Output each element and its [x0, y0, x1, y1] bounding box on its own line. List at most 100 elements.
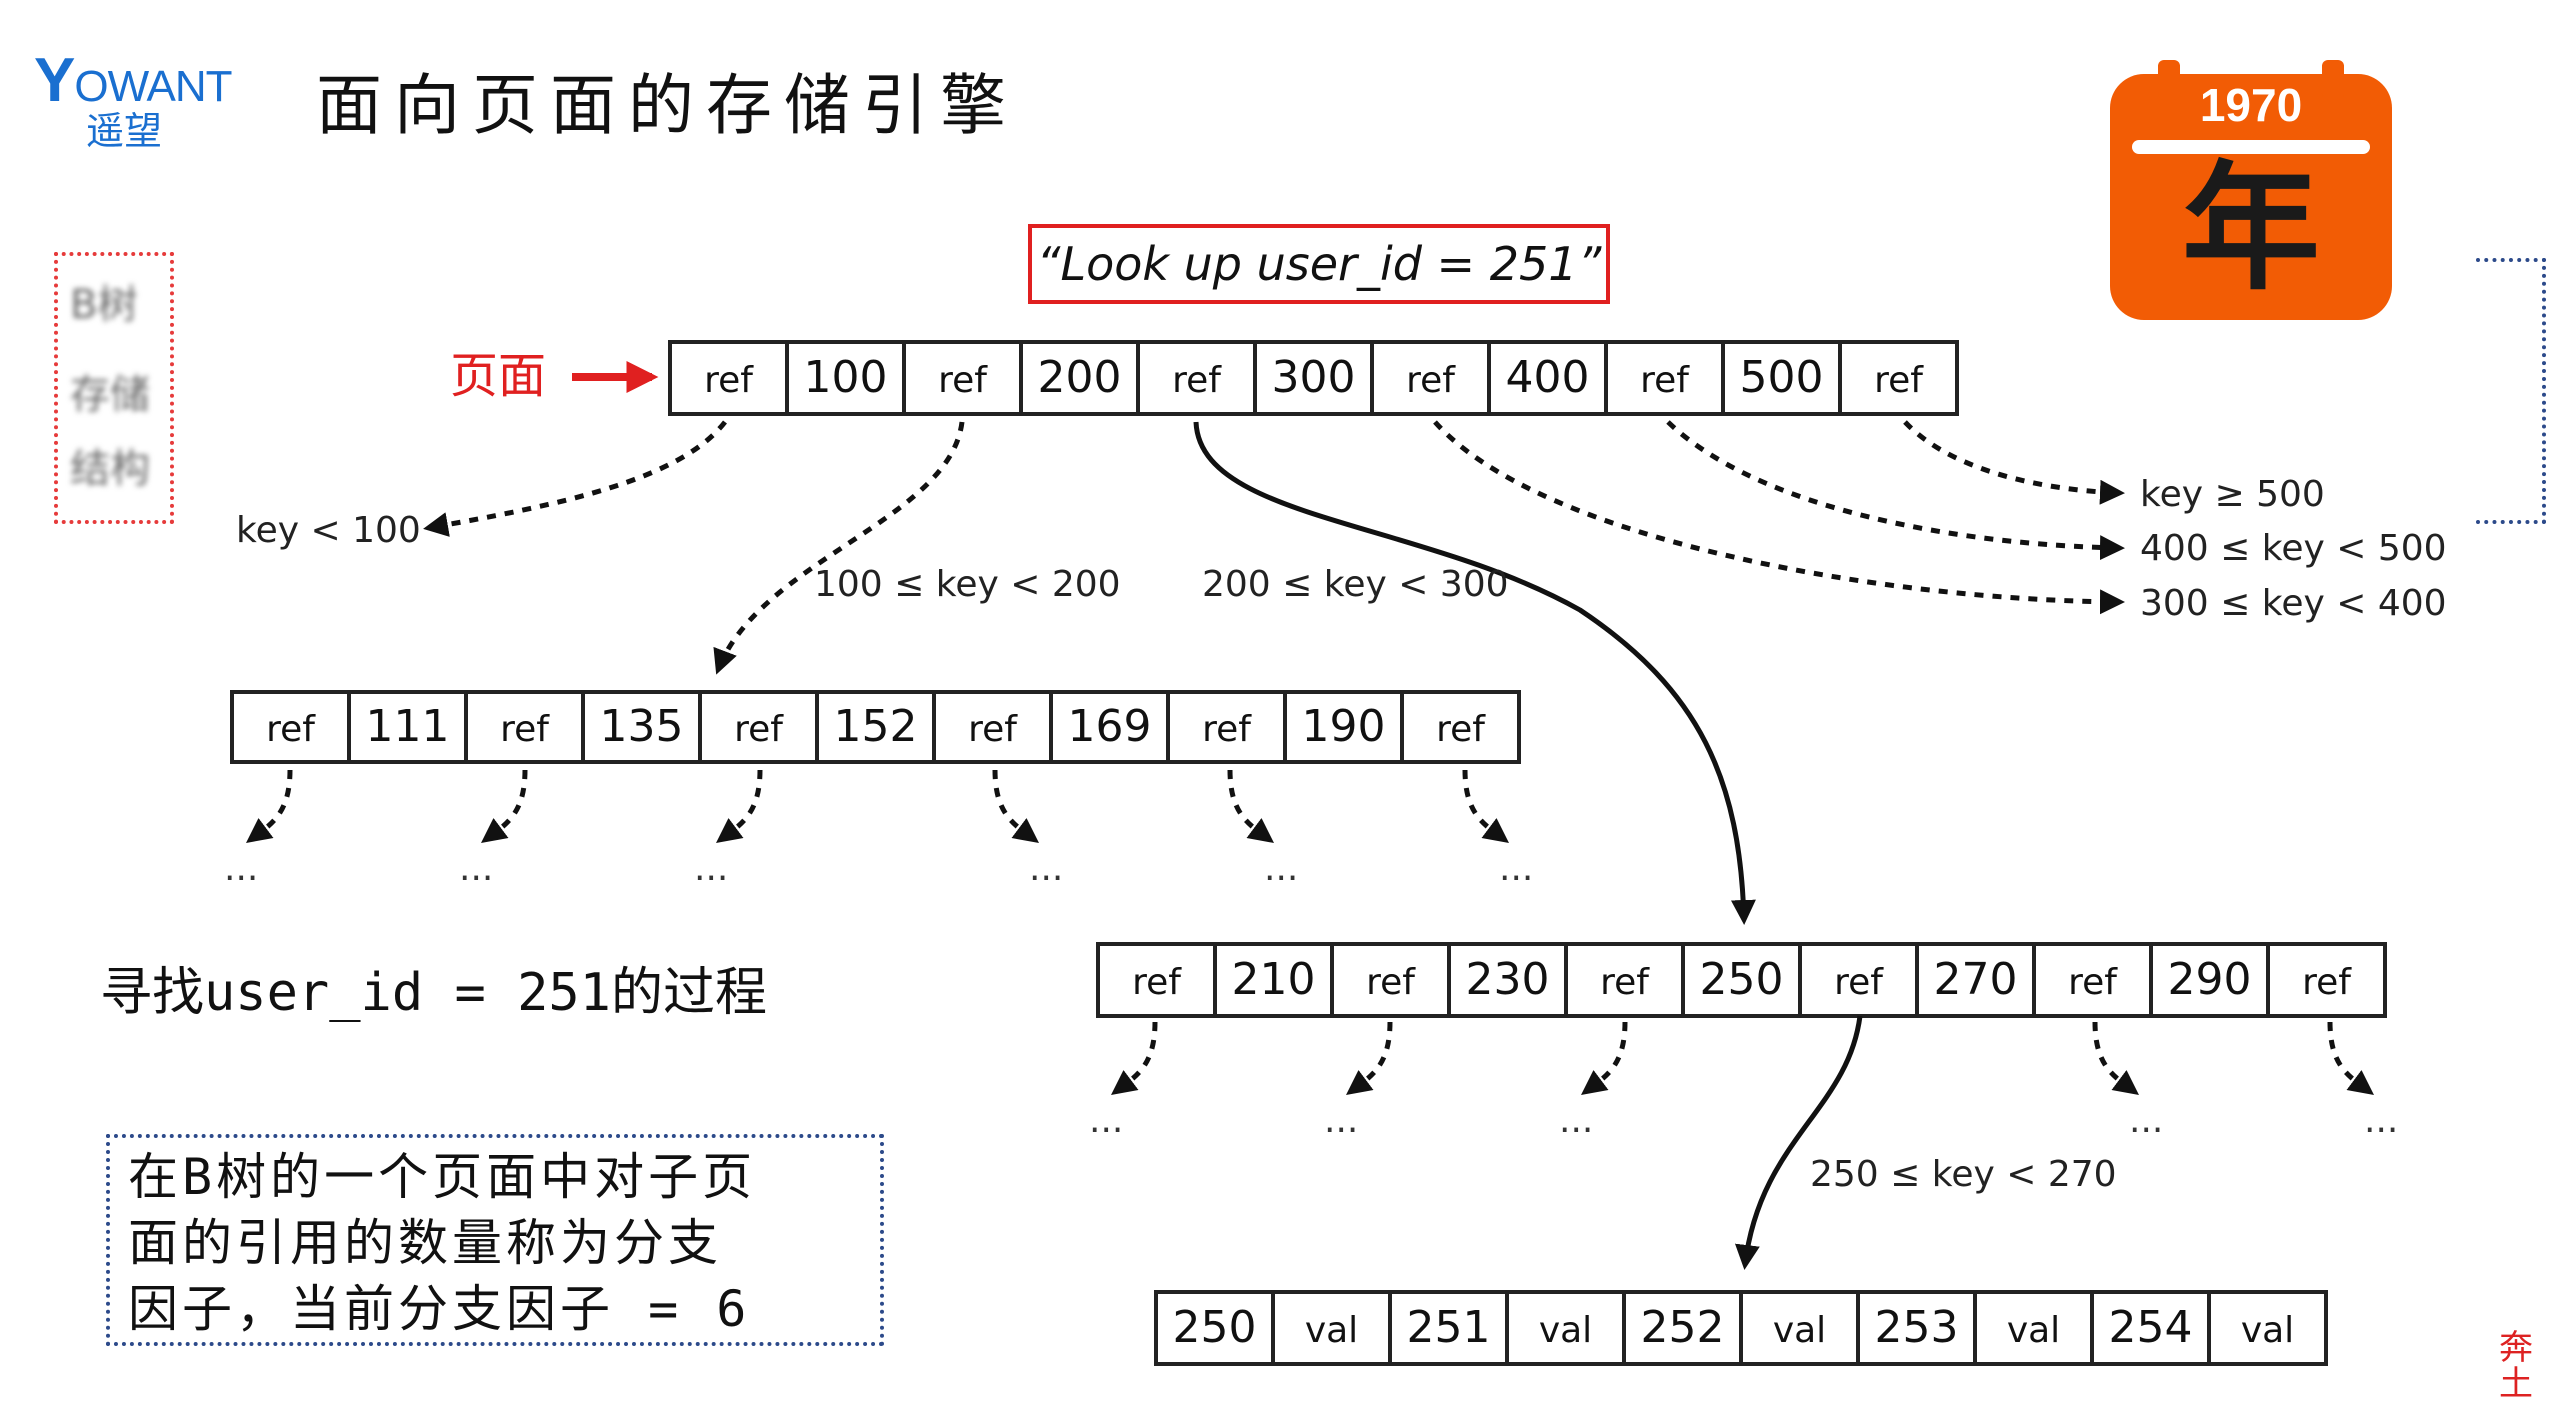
cell-ref: ref	[1834, 962, 1884, 1003]
cell-ref: ref	[2302, 962, 2352, 1003]
calendar-year: 1970	[2199, 79, 2303, 131]
cell-ref: val	[2241, 1310, 2294, 1351]
node-cell	[1798, 942, 1919, 1018]
page-title: 面向页面的存储引擎	[316, 67, 1018, 144]
cell-ref: val	[1539, 1310, 1592, 1351]
note-line: 在B树的一个页面中对子页	[128, 1148, 757, 1206]
node-cell	[1136, 340, 1257, 416]
node-cell	[1721, 340, 1842, 416]
arrow-250-270-solid	[1734, 1015, 1863, 1270]
cell-key: 252	[1641, 1302, 1725, 1353]
node-cell	[1447, 942, 1568, 1018]
arrow-300-400	[1433, 420, 2125, 615]
arrow-lt100	[423, 420, 727, 537]
node-cell	[1505, 1290, 1626, 1366]
cell-ref: ref	[1640, 360, 1690, 401]
node-cell	[1400, 690, 1521, 764]
node-cell	[932, 690, 1053, 764]
lookup-box: “Look up user_id = 251”	[1028, 224, 1610, 304]
child-arrow	[1227, 769, 1275, 843]
cell-key: 210	[1232, 954, 1316, 1005]
root-dashed-arrows	[423, 420, 2125, 675]
cell-key: 100	[804, 352, 888, 403]
calendar-icon: 1970 年	[2110, 60, 2392, 320]
cell-ref: ref	[266, 709, 316, 750]
node-cell	[1915, 942, 2036, 1018]
calendar-ring-left	[2158, 60, 2180, 100]
child-arrow	[1580, 1021, 1628, 1095]
mid-child-ellipses: ...............	[1089, 1100, 2398, 1141]
ellipsis: ...	[224, 848, 258, 889]
ellipsis: ...	[1264, 848, 1298, 889]
cell-ref: ref	[734, 709, 784, 750]
node-cell	[2266, 942, 2387, 1018]
child-arrow	[1345, 1021, 1393, 1095]
cell-ref: ref	[938, 360, 988, 401]
node-cell	[1487, 340, 1608, 416]
ellipsis: ...	[1324, 1100, 1358, 1141]
note-line: 因子，当前分支因子 = 6	[128, 1280, 751, 1338]
calendar-body	[2110, 74, 2392, 320]
logo-letters: OWANT	[74, 62, 232, 111]
yowant-logo: YOWANT 遥望	[34, 50, 232, 151]
ellipsis: ...	[694, 848, 728, 889]
range-lt100: key < 100	[236, 510, 421, 551]
author-seal: 奔土	[2499, 1328, 2533, 1404]
range-300-400: 300 ≤ key < 400	[2140, 583, 2447, 624]
node-cell	[464, 690, 585, 764]
cell-key: 251	[1407, 1302, 1491, 1353]
node-cell	[1973, 1290, 2094, 1366]
ellipsis: ...	[2364, 1100, 2398, 1141]
ellipsis: ...	[459, 848, 493, 889]
side-note-box: B树 存储 结构	[54, 252, 174, 524]
node-cell	[785, 340, 906, 416]
range-ge500: key ≥ 500	[2140, 474, 2325, 515]
cell-key: 270	[1934, 954, 2018, 1005]
cell-ref: ref	[1172, 360, 1222, 401]
cell-key: 169	[1068, 701, 1152, 752]
node-cell	[1154, 1290, 1275, 1366]
page-label: 页面	[450, 348, 546, 404]
cell-key: 111	[366, 701, 450, 752]
child-arrow	[245, 769, 293, 843]
side-bracket	[2476, 258, 2546, 524]
cell-ref: ref	[1436, 709, 1486, 750]
child-arrow	[2092, 1021, 2140, 1095]
node-cell	[1564, 942, 1685, 1018]
cell-key: 230	[1466, 954, 1550, 1005]
side-note-line: 存储	[70, 372, 150, 418]
node-cell	[2207, 1290, 2328, 1366]
left-child-arrows	[245, 769, 1510, 843]
cell-key: 135	[600, 701, 684, 752]
ellipsis: ...	[1559, 1100, 1593, 1141]
logo-letter: Y	[34, 46, 75, 115]
logo-english: YOWANT	[34, 50, 232, 112]
child-arrow	[1110, 1021, 1158, 1095]
cell-key: 400	[1506, 352, 1590, 403]
cell-ref: val	[1773, 1310, 1826, 1351]
cell-key: 300	[1272, 352, 1356, 403]
node-cell	[1388, 1290, 1509, 1366]
cell-ref: ref	[968, 709, 1018, 750]
calendar-ring-right	[2322, 60, 2344, 100]
cell-key: 190	[1302, 701, 1386, 752]
arrow-200-300-solid	[1193, 421, 1756, 925]
node-cell	[902, 340, 1023, 416]
lookup-text: “Look up user_id = 251”	[1037, 237, 1603, 291]
ellipsis: ...	[2129, 1100, 2163, 1141]
cell-ref: ref	[2068, 962, 2118, 1003]
cell-ref: ref	[500, 709, 550, 750]
cell-ref: ref	[1600, 962, 1650, 1003]
child-arrow	[480, 769, 528, 843]
cell-key: 254	[2109, 1302, 2193, 1353]
cell-ref: ref	[1132, 962, 1182, 1003]
ellipsis: ...	[1029, 848, 1063, 889]
child-arrow	[2327, 1021, 2375, 1095]
cell-key: 152	[834, 701, 918, 752]
child-arrow	[992, 769, 1040, 843]
calendar-divider	[2132, 140, 2370, 154]
